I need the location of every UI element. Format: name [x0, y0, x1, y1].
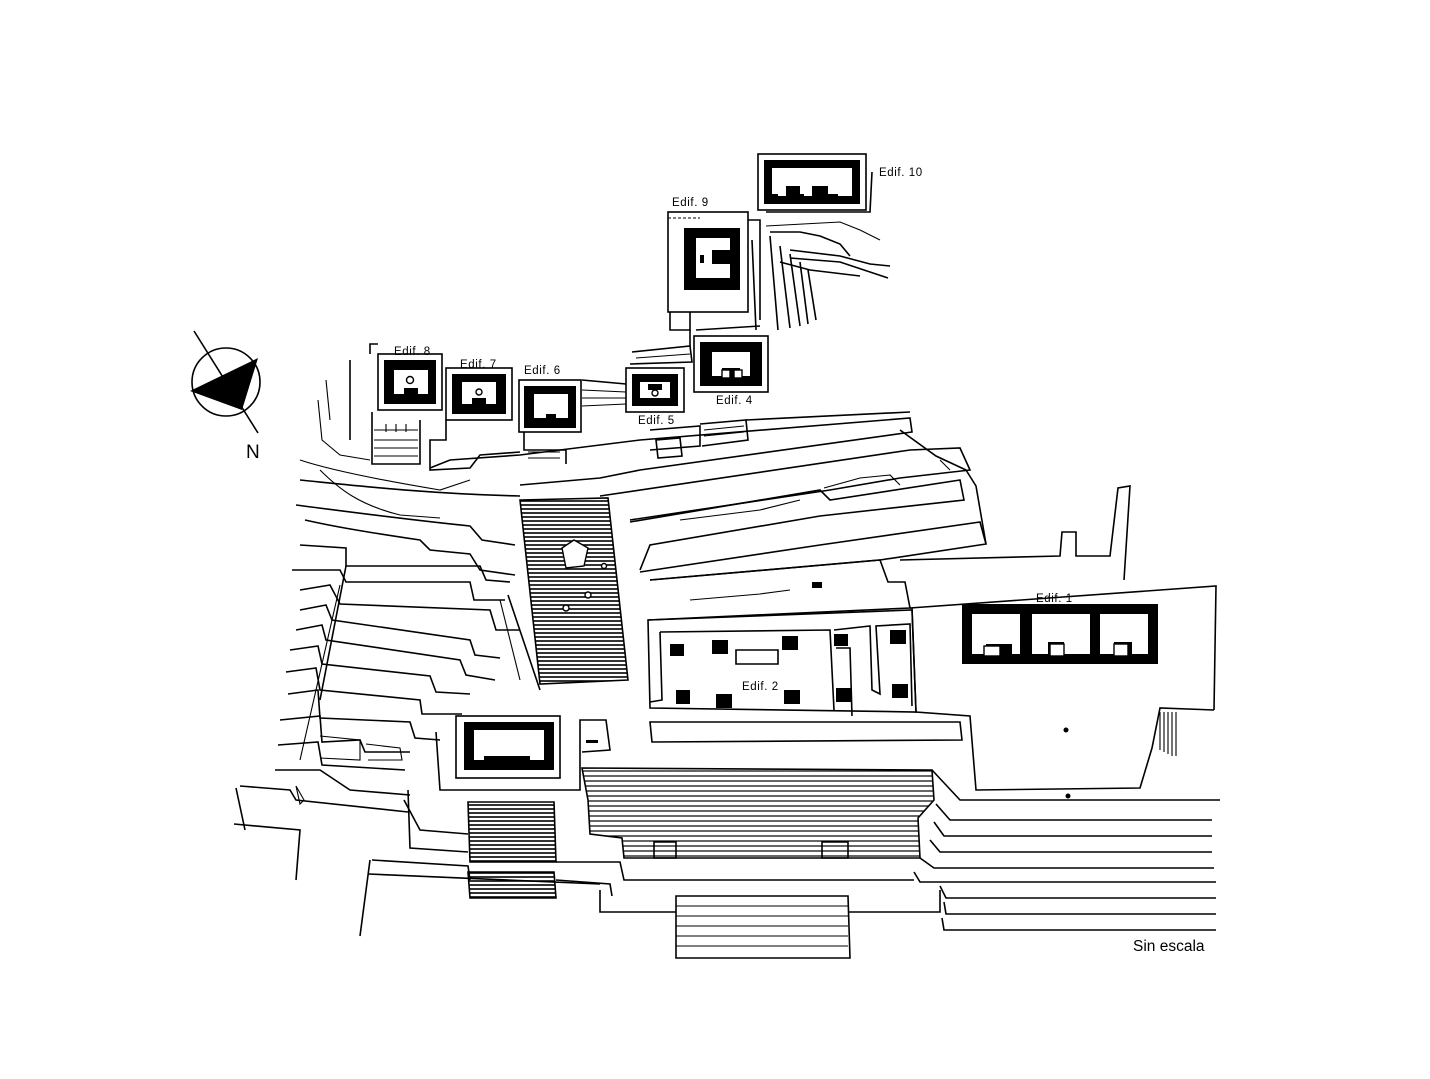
- label-edif-10: Edif. 10: [879, 167, 923, 179]
- building-edif-7: Edif. 7: [429, 359, 521, 471]
- building-edif-6: Edif. 6: [518, 365, 627, 464]
- building-edif-10: Edif. 10: [757, 153, 923, 279]
- southern-terraces: [233, 735, 1220, 937]
- north-label: N: [246, 442, 260, 463]
- main-stairway: [499, 497, 629, 691]
- label-edif-3: Edif. 3: [490, 742, 527, 754]
- building-edif-9: Edif. 9: [667, 197, 817, 331]
- label-edif-6: Edif. 6: [524, 365, 561, 377]
- label-edif-8: Edif. 8: [394, 346, 431, 358]
- upper-terraces: [429, 417, 1217, 711]
- building-edif-5: Edif. 5: [625, 367, 749, 459]
- lower-plaza: [467, 767, 941, 959]
- building-edif-4: Edif. 4: [629, 325, 769, 407]
- building-edif-2: Edif. 2: [647, 609, 963, 743]
- building-edif-1: Edif. 1: [911, 593, 1215, 799]
- building-edif-3: Edif. 3: [435, 715, 611, 791]
- building-edif-8: Edif. 8: [349, 343, 443, 465]
- label-edif-4: Edif. 4: [716, 395, 753, 407]
- upper-connections: [689, 330, 987, 545]
- north-arrow-icon: N: [190, 330, 261, 463]
- label-edif-1: Edif. 1: [1036, 593, 1073, 605]
- western-terraces: [275, 379, 521, 796]
- label-edif-5: Edif. 5: [638, 415, 675, 427]
- label-edif-7: Edif. 7: [460, 359, 497, 371]
- scale-note: Sin escala: [1133, 938, 1205, 955]
- label-edif-2: Edif. 2: [742, 681, 779, 693]
- label-edif-9: Edif. 9: [672, 197, 709, 209]
